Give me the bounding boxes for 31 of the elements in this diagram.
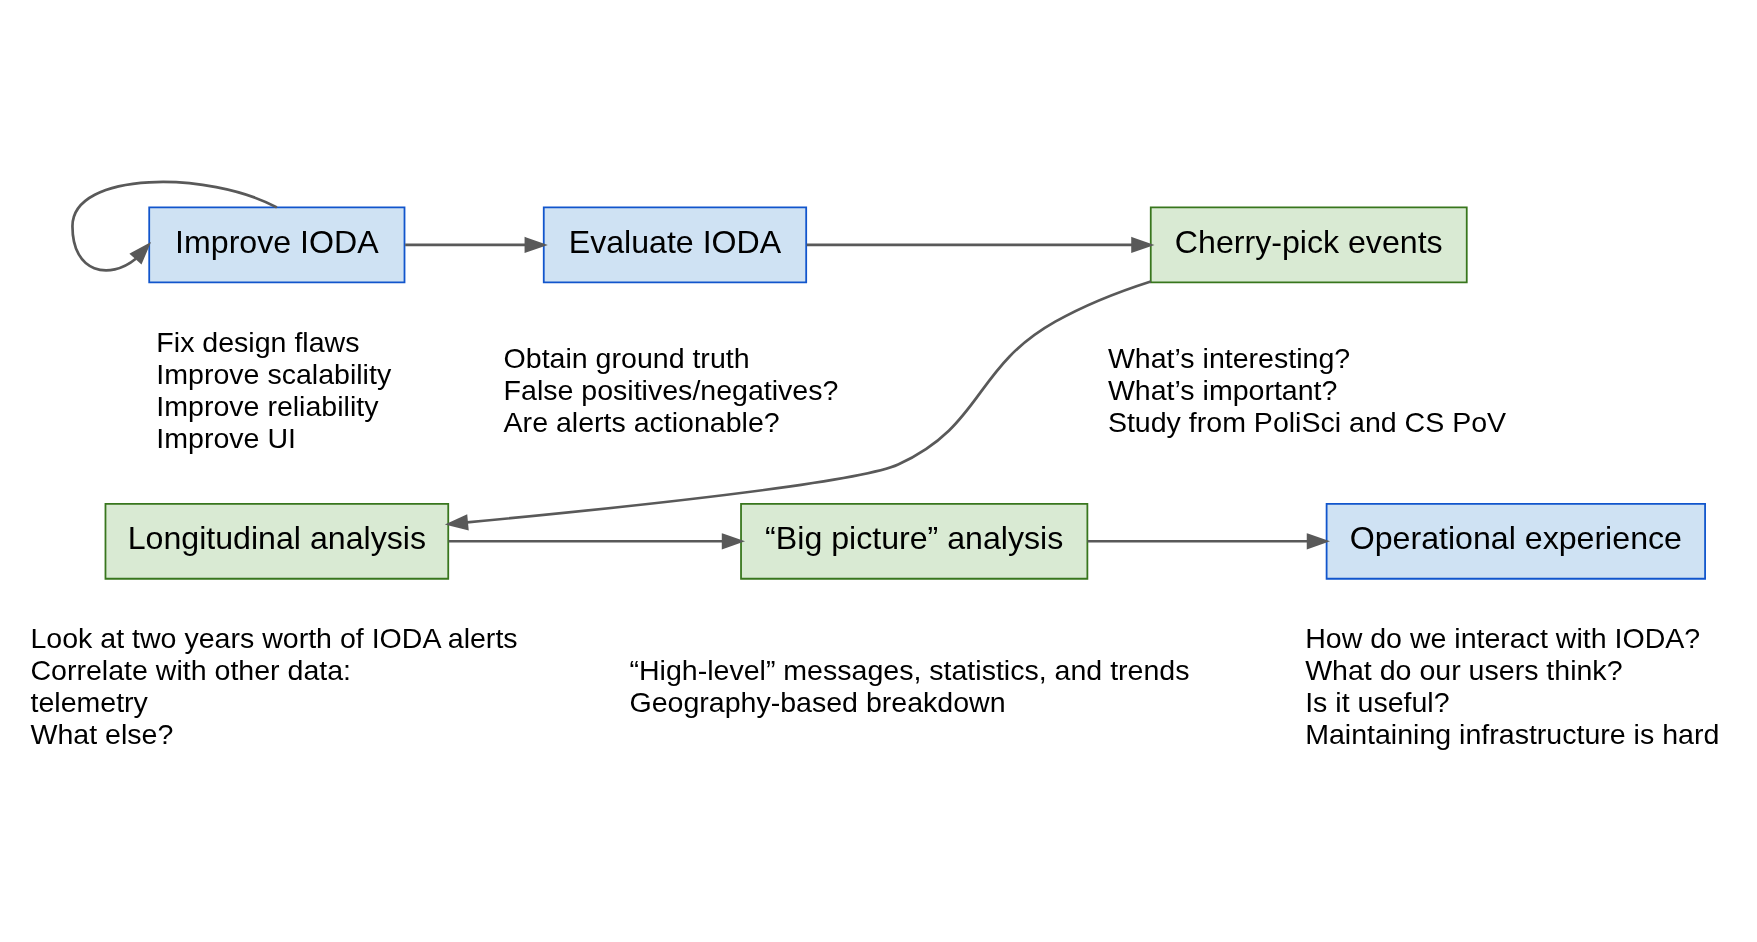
node-label: telemetry	[30, 686, 148, 719]
arrow	[448, 533, 746, 550]
node-label: Correlate with other data:	[30, 654, 352, 687]
arrow	[1087, 533, 1330, 550]
node-label: How do we interact with IODA?	[1305, 622, 1701, 655]
node-box: Operational experience	[1325, 502, 1706, 580]
node-box: Longitudinal analysis	[104, 502, 450, 580]
node-label: Improve UI	[156, 422, 296, 455]
node-box: Improve IODA	[148, 206, 406, 284]
node-label: “High-level” messages, statistics, and trends	[629, 654, 1190, 687]
node-label: Study from PoliSci and CS PoV	[1107, 406, 1507, 439]
node-label: Look at two years worth of IODA alerts	[30, 622, 518, 655]
node-label: What’s interesting?	[1107, 341, 1351, 374]
arrow	[405, 236, 548, 254]
node-box: Evaluate IODA	[542, 206, 808, 284]
node-label: Are alerts actionable?	[503, 406, 780, 439]
node-label: Obtain ground truth	[503, 341, 750, 374]
arrow	[444, 280, 1152, 531]
node-label: What do our users think?	[1305, 654, 1623, 687]
node-label: Fix design flaws	[156, 325, 360, 358]
node-label: Improve reliability	[156, 389, 379, 422]
node-box: Cherry-pick events	[1149, 206, 1468, 284]
node-label: Improve scalability	[156, 357, 392, 390]
node-label: Geography-based breakdown	[629, 686, 1006, 719]
node-box: “Big picture” analysis	[740, 502, 1089, 580]
node-label: What’s important?	[1107, 373, 1338, 406]
node-label: False positives/negatives?	[503, 373, 839, 406]
node-label: Maintaining infrastructure is hard	[1305, 718, 1720, 751]
node-label: What else?	[30, 718, 174, 751]
arrow	[806, 236, 1155, 254]
node-label: Is it useful?	[1305, 686, 1450, 719]
